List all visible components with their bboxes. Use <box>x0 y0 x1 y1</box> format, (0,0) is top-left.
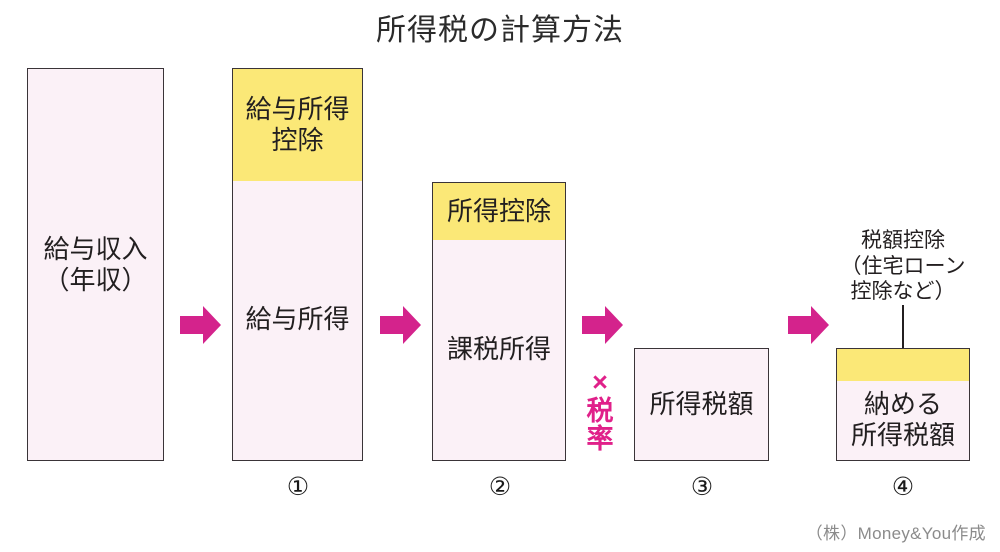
segment-employment-income: 給与所得 <box>233 181 362 459</box>
step-number-1: ① <box>286 473 310 501</box>
tax-rate-multiply: × <box>592 367 608 397</box>
payable-tax-text: 納める 所得税額 <box>851 389 955 451</box>
box-salary-income: 給与収入 （年収） <box>27 68 164 461</box>
income-tax-amount-text: 所得税額 <box>649 389 754 420</box>
box-column2: 給与所得 控除 給与所得 <box>232 68 363 461</box>
tax-credit-line3: 控除など） <box>850 280 956 304</box>
employment-income-deduction-text: 給与所得 控除 <box>245 94 349 156</box>
box-income-tax-amount: 所得税額 <box>634 348 769 461</box>
tax-credit-leader-line <box>902 305 904 365</box>
arrow-2-icon <box>378 303 422 347</box>
tax-credit-callout: 税額控除 （住宅ローン 控除など） <box>808 228 998 305</box>
arrow-1-icon <box>178 303 222 347</box>
income-deduction-text: 所得控除 <box>446 195 551 226</box>
segment-taxable-income: 課税所得 <box>433 240 565 459</box>
tax-rate-note: × 税 率 <box>583 368 617 454</box>
box-column3: 所得控除 課税所得 <box>432 182 566 461</box>
segment-payable-income-tax: 納める 所得税額 <box>837 381 969 459</box>
step-number-2: ② <box>488 473 512 501</box>
step-number-4: ④ <box>891 473 915 501</box>
eid-line2: 控除 <box>271 125 324 155</box>
page-title: 所得税の計算方法 <box>376 14 624 47</box>
payable-tax-line2: 所得税額 <box>850 420 955 450</box>
credit-text: （株）Money&You作成 <box>805 524 986 543</box>
salary-income-line2: （年収） <box>43 264 148 295</box>
step-number-3: ③ <box>690 473 714 501</box>
eid-line1: 給与所得 <box>245 93 350 124</box>
segment-employment-income-deduction: 給与所得 控除 <box>233 69 362 181</box>
tax-credit-line2: （住宅ローン <box>840 254 966 278</box>
box-column5: 納める 所得税額 <box>836 348 970 461</box>
box-salary-income-text: 給与収入 （年収） <box>43 234 147 295</box>
tax-rate-char1: 税 <box>586 395 614 426</box>
taxable-income-text: 課税所得 <box>446 333 551 364</box>
arrow-4-icon <box>786 303 830 347</box>
employment-income-text: 給与所得 <box>245 304 350 335</box>
tax-rate-char2: 率 <box>586 424 614 455</box>
payable-tax-line1: 納める <box>863 388 942 419</box>
arrow-3-icon <box>580 303 624 347</box>
segment-income-deduction: 所得控除 <box>433 183 565 240</box>
salary-income-line1: 給与収入 <box>43 233 148 264</box>
tax-credit-line1: 税額控除 <box>861 229 945 252</box>
segment-tax-credit-band <box>837 349 969 381</box>
